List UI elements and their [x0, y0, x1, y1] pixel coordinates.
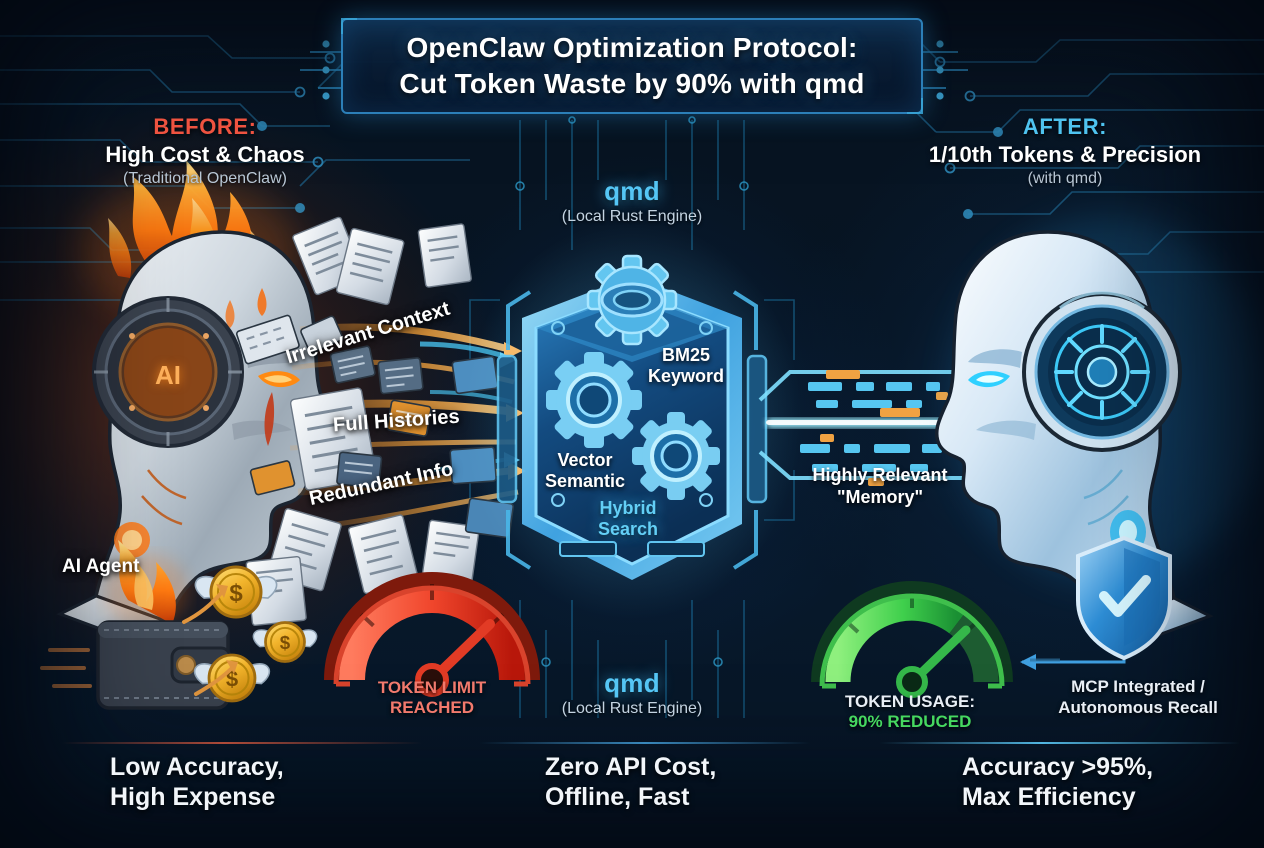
data-stream-icon	[758, 370, 1000, 486]
gear-icon-top	[586, 254, 678, 346]
token-usage-line-1: TOKEN USAGE:	[844, 692, 976, 711]
title-line-2: Cut Token Waste by 90% with qmd	[399, 68, 865, 99]
shield-check-icon	[1076, 535, 1172, 661]
qmd-name-bottom: qmd	[604, 668, 660, 698]
highly-relevant-memory-label: Highly Relevant "Memory"	[795, 465, 965, 508]
gear-icon-keyword	[632, 412, 720, 500]
burning-robot-head-icon	[56, 230, 335, 650]
token-limit-line-1: TOKEN LIMIT	[377, 678, 487, 697]
title-line-1: OpenClaw Optimization Protocol:	[406, 32, 858, 64]
memory-line-2: "Memory"	[836, 486, 924, 507]
token-usage-suffix: REDUCED	[882, 712, 972, 732]
before-title: High Cost & Chaos	[105, 142, 305, 167]
footer-divider-center	[480, 742, 810, 744]
qmd-subtitle-top: (Local Rust Engine)	[561, 208, 703, 225]
footer-center-line-1: Zero API Cost,	[545, 753, 717, 781]
mcp-shield-caption: MCP Integrated / Autonomous Recall	[1020, 676, 1256, 719]
bm25-line-1: BM25	[662, 345, 711, 365]
red-gauge-icon	[324, 572, 540, 697]
hybrid-line-1: Hybrid	[599, 498, 657, 518]
gear-icon-vector	[546, 352, 642, 448]
bm25-line-2: Keyword	[648, 365, 725, 386]
before-kicker: BEFORE:	[153, 114, 257, 139]
agent-core-label: AI	[155, 360, 181, 390]
qmd-subtitle-bottom: (Local Rust Engine)	[561, 700, 703, 717]
token-limit-line-2: REACHED	[389, 698, 475, 718]
after-subtitle: (with qmd)	[1027, 170, 1103, 187]
engine-label-vector-semantic: Vector Semantic	[545, 450, 625, 491]
cool-robot-head-icon	[935, 230, 1214, 652]
qmd-name-top: qmd	[604, 176, 660, 206]
vector-line-1: Vector	[557, 450, 613, 470]
footer-after: Accuracy >95%, Max Efficiency	[962, 752, 1153, 812]
burning-wallet-icon	[40, 540, 232, 710]
after-title: 1/10th Tokens & Precision	[928, 142, 1202, 167]
token-usage-gauge-caption: TOKEN USAGE: 90% REDUCED	[800, 692, 1020, 732]
footer-after-line-1: Accuracy >95%,	[962, 753, 1154, 781]
token-limit-gauge-caption: TOKEN LIMIT REACHED	[322, 678, 542, 718]
token-usage-line-2: 90% REDUCED	[800, 712, 1020, 732]
hex-frame	[506, 290, 758, 570]
footer-before-line-1: Low Accuracy,	[110, 753, 284, 781]
wallet-flame	[104, 540, 188, 630]
footer-center-line-2: Offline, Fast	[545, 783, 690, 811]
footer-before-line-2: High Expense	[110, 783, 276, 811]
footer-after-line-2: Max Efficiency	[962, 783, 1136, 811]
qmd-label-bottom: qmd (Local Rust Engine)	[482, 668, 782, 718]
before-section-header: BEFORE: High Cost & Chaos (Traditional O…	[20, 114, 390, 188]
ai-agent-label: AI Agent	[62, 556, 140, 577]
engine-label-bm25-keyword: BM25 Keyword	[648, 345, 724, 386]
document-cloud	[235, 216, 514, 627]
token-usage-value: 90%	[848, 712, 883, 732]
mcp-line-2: Autonomous Recall	[1058, 698, 1218, 718]
footer-center: Zero API Cost, Offline, Fast	[545, 752, 716, 812]
title-panel: OpenClaw Optimization Protocol: Cut Toke…	[341, 18, 923, 114]
green-gauge-icon	[811, 581, 1013, 698]
svg-text:$: $	[280, 632, 291, 653]
winged-coin-group: $ $ $	[182, 565, 318, 703]
before-subtitle: (Traditional OpenClaw)	[123, 170, 287, 187]
footer-divider-right	[880, 742, 1240, 744]
mcp-line-1: MCP Integrated /	[1071, 677, 1205, 696]
after-kicker: AFTER:	[1022, 114, 1108, 139]
svg-text:$: $	[229, 580, 243, 607]
footer-divider-left	[62, 742, 422, 744]
after-section-header: AFTER: 1/10th Tokens & Precision (with q…	[880, 114, 1250, 188]
qmd-label-top: qmd (Local Rust Engine)	[482, 176, 782, 226]
engine-label-hybrid-search: Hybrid Search	[598, 498, 658, 539]
footer-before: Low Accuracy, High Expense	[110, 752, 284, 812]
memory-line-1: Highly Relevant	[812, 465, 948, 485]
hybrid-line-2: Search	[598, 518, 659, 539]
vector-line-2: Semantic	[545, 470, 626, 491]
